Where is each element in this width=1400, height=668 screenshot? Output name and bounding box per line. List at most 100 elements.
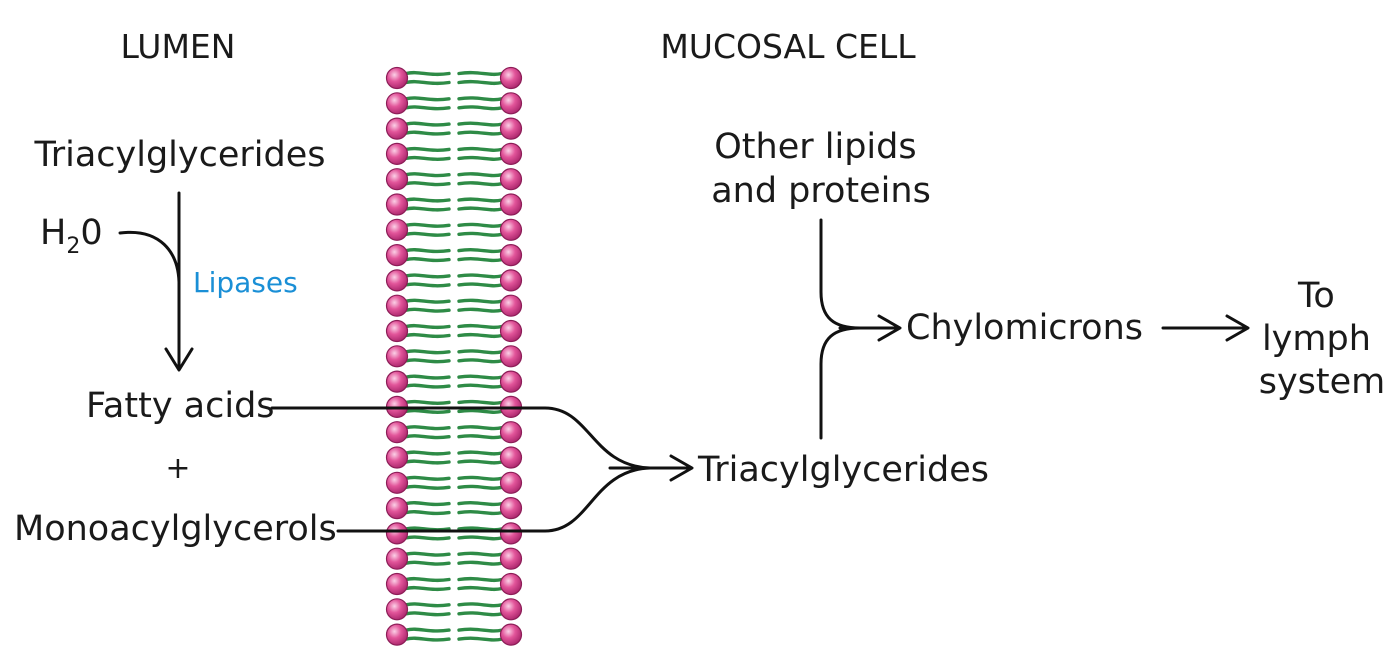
lipid-tail	[457, 510, 504, 516]
plus-sign: +	[165, 451, 190, 486]
lipid-tail	[457, 475, 504, 481]
phospholipid-head	[385, 446, 409, 469]
lipid-tail	[457, 551, 504, 557]
other-lipids-label: Other lipids and proteins	[711, 127, 931, 211]
phospholipid-head	[385, 244, 409, 267]
phospholipid-head	[385, 269, 409, 292]
phospholipid-head	[385, 92, 409, 115]
lipid-tail	[457, 146, 504, 152]
lipid-tail	[404, 560, 451, 566]
phospholipid-head	[499, 218, 523, 241]
lipid-tail	[404, 257, 451, 263]
lipid-tail	[404, 450, 451, 456]
lipid-tail	[457, 585, 504, 592]
lipid-tail	[404, 323, 451, 330]
phospholipid-head	[499, 623, 523, 646]
lipid-tail	[457, 70, 504, 77]
phospholipid-head	[385, 471, 409, 494]
lipid-tail	[457, 155, 504, 161]
phospholipid-head	[385, 623, 409, 646]
lipid-tail	[404, 510, 451, 516]
phospholipid-head	[499, 421, 523, 444]
lipid-tail	[457, 425, 504, 431]
phospholipid-head	[499, 92, 523, 115]
phospholipid-head	[499, 370, 523, 393]
fatty-acids-label: Fatty acids	[86, 386, 275, 426]
fatty-acids-path	[270, 406, 652, 470]
phospholipid-head	[499, 117, 523, 140]
phospholipid-head	[499, 522, 523, 545]
phospholipid-head	[499, 269, 523, 292]
lipid-tail	[457, 636, 504, 642]
phospholipid-head	[499, 345, 523, 368]
lymph-system-label: To lymph system	[1259, 276, 1386, 402]
lipid-tail	[457, 79, 504, 86]
phospholipid-head	[385, 66, 409, 90]
lipid-tail	[404, 181, 451, 187]
lipid-tail	[457, 323, 504, 330]
lipid-tail	[457, 130, 504, 136]
lipases-label: Lipases	[193, 266, 298, 299]
lipid-tail	[404, 627, 451, 633]
chylomicron-assembly-arrowhead	[877, 314, 902, 342]
lipid-tail	[404, 172, 451, 178]
lipid-tail	[404, 576, 451, 583]
lipid-tail	[404, 282, 451, 288]
lipid-tail	[457, 627, 504, 633]
lipid-tail	[457, 399, 504, 405]
phospholipid-head	[499, 66, 523, 90]
lipid-tail	[404, 206, 451, 212]
lipid-tail	[404, 585, 451, 592]
lipid-tail	[404, 121, 451, 127]
lipid-tail	[457, 332, 504, 339]
phospholipid-head	[385, 193, 409, 216]
monoacylglycerols-path	[336, 466, 652, 533]
phospholipid-head	[499, 598, 523, 621]
lipid-tail	[404, 611, 451, 617]
lipid-tail	[404, 79, 451, 86]
lipid-tail	[457, 96, 504, 102]
lipid-tail	[404, 155, 451, 161]
lipid-tail	[457, 459, 504, 465]
other-lipids-path	[819, 218, 862, 330]
phospholipid-head	[385, 168, 409, 191]
lipid-tail	[457, 222, 504, 228]
lipid-tail	[457, 383, 504, 389]
phospholipid-head	[385, 319, 409, 343]
lumen-triacylglycerides-label: Triacylglycerides	[33, 135, 325, 175]
to-lymph-arrowhead	[1225, 314, 1250, 342]
lipid-tail	[404, 374, 451, 380]
phospholipid-head	[385, 547, 409, 570]
lipid-tail	[457, 602, 504, 608]
triacylglycerides-arrowhead	[669, 454, 694, 482]
lipid-tail	[457, 197, 504, 203]
lipid-tail	[457, 374, 504, 380]
lipid-tail	[404, 383, 451, 389]
lipid-tail	[404, 130, 451, 136]
lipid-tail	[457, 298, 504, 304]
lipid-tail	[457, 434, 504, 440]
lipid-tail	[457, 206, 504, 212]
phospholipid-head	[385, 370, 409, 393]
phospholipid-head	[499, 142, 523, 165]
lipid-tail	[457, 181, 504, 187]
lipid-tail	[404, 70, 451, 77]
membrane-bilayer	[385, 66, 523, 646]
lipid-tail	[457, 450, 504, 456]
lipid-tail	[457, 358, 504, 364]
chylomicrons-label: Chylomicrons	[906, 308, 1143, 348]
lipid-tail	[404, 146, 451, 152]
monoacylglycerols-label: Monoacylglycerols	[14, 509, 337, 549]
lipid-tail	[457, 121, 504, 127]
lipid-tail	[404, 248, 451, 254]
lipid-tail	[404, 459, 451, 465]
phospholipid-head	[499, 446, 523, 469]
phospholipid-head	[499, 193, 523, 216]
lipid-tail	[404, 222, 451, 228]
lipid-tail	[457, 282, 504, 288]
lipid-tail	[457, 501, 504, 507]
phospholipid-head	[499, 497, 523, 520]
lipid-tail	[404, 434, 451, 440]
lipid-tail	[404, 349, 451, 355]
